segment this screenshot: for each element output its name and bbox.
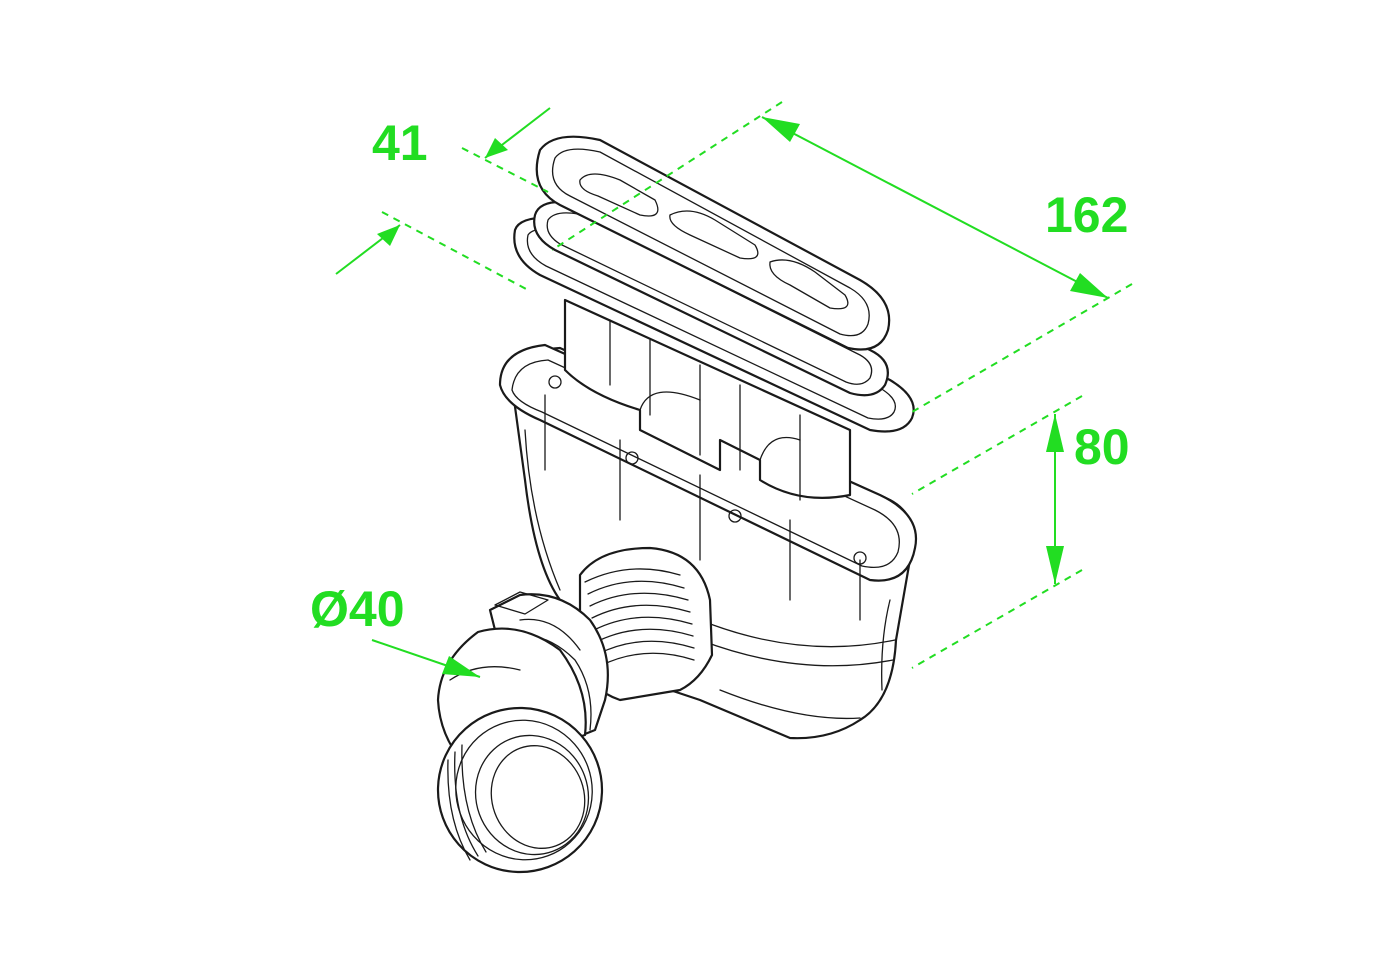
width-label: 41: [372, 115, 428, 171]
length-arrowhead-left: [762, 117, 800, 142]
length-arrow-line: [761, 116, 1109, 299]
diameter-dimension: Ø40: [310, 581, 481, 678]
width-arrowhead-bottom: [377, 225, 400, 246]
width-dimension: 41: [335, 107, 551, 291]
length-label: 162: [1045, 187, 1128, 243]
diameter-arrowhead: [442, 656, 480, 677]
length-dimension: 162: [551, 101, 1133, 413]
height-extension-line-bottom: [911, 569, 1083, 669]
height-label: 80: [1074, 419, 1130, 475]
length-extension-line-right: [911, 283, 1133, 413]
width-arrowhead-top: [485, 138, 508, 158]
height-extension-line-top: [911, 395, 1083, 495]
width-extension-line-top: [461, 147, 549, 193]
height-arrowhead-top: [1046, 414, 1064, 452]
shower-drain-body: [436, 135, 918, 874]
diameter-label: Ø40: [310, 581, 405, 637]
length-extension-line-left: [551, 101, 783, 251]
height-arrowhead-bottom: [1046, 546, 1064, 584]
width-extension-line-bottom: [381, 211, 529, 291]
height-dimension: 80: [911, 395, 1130, 669]
length-arrowhead-right: [1070, 273, 1108, 298]
